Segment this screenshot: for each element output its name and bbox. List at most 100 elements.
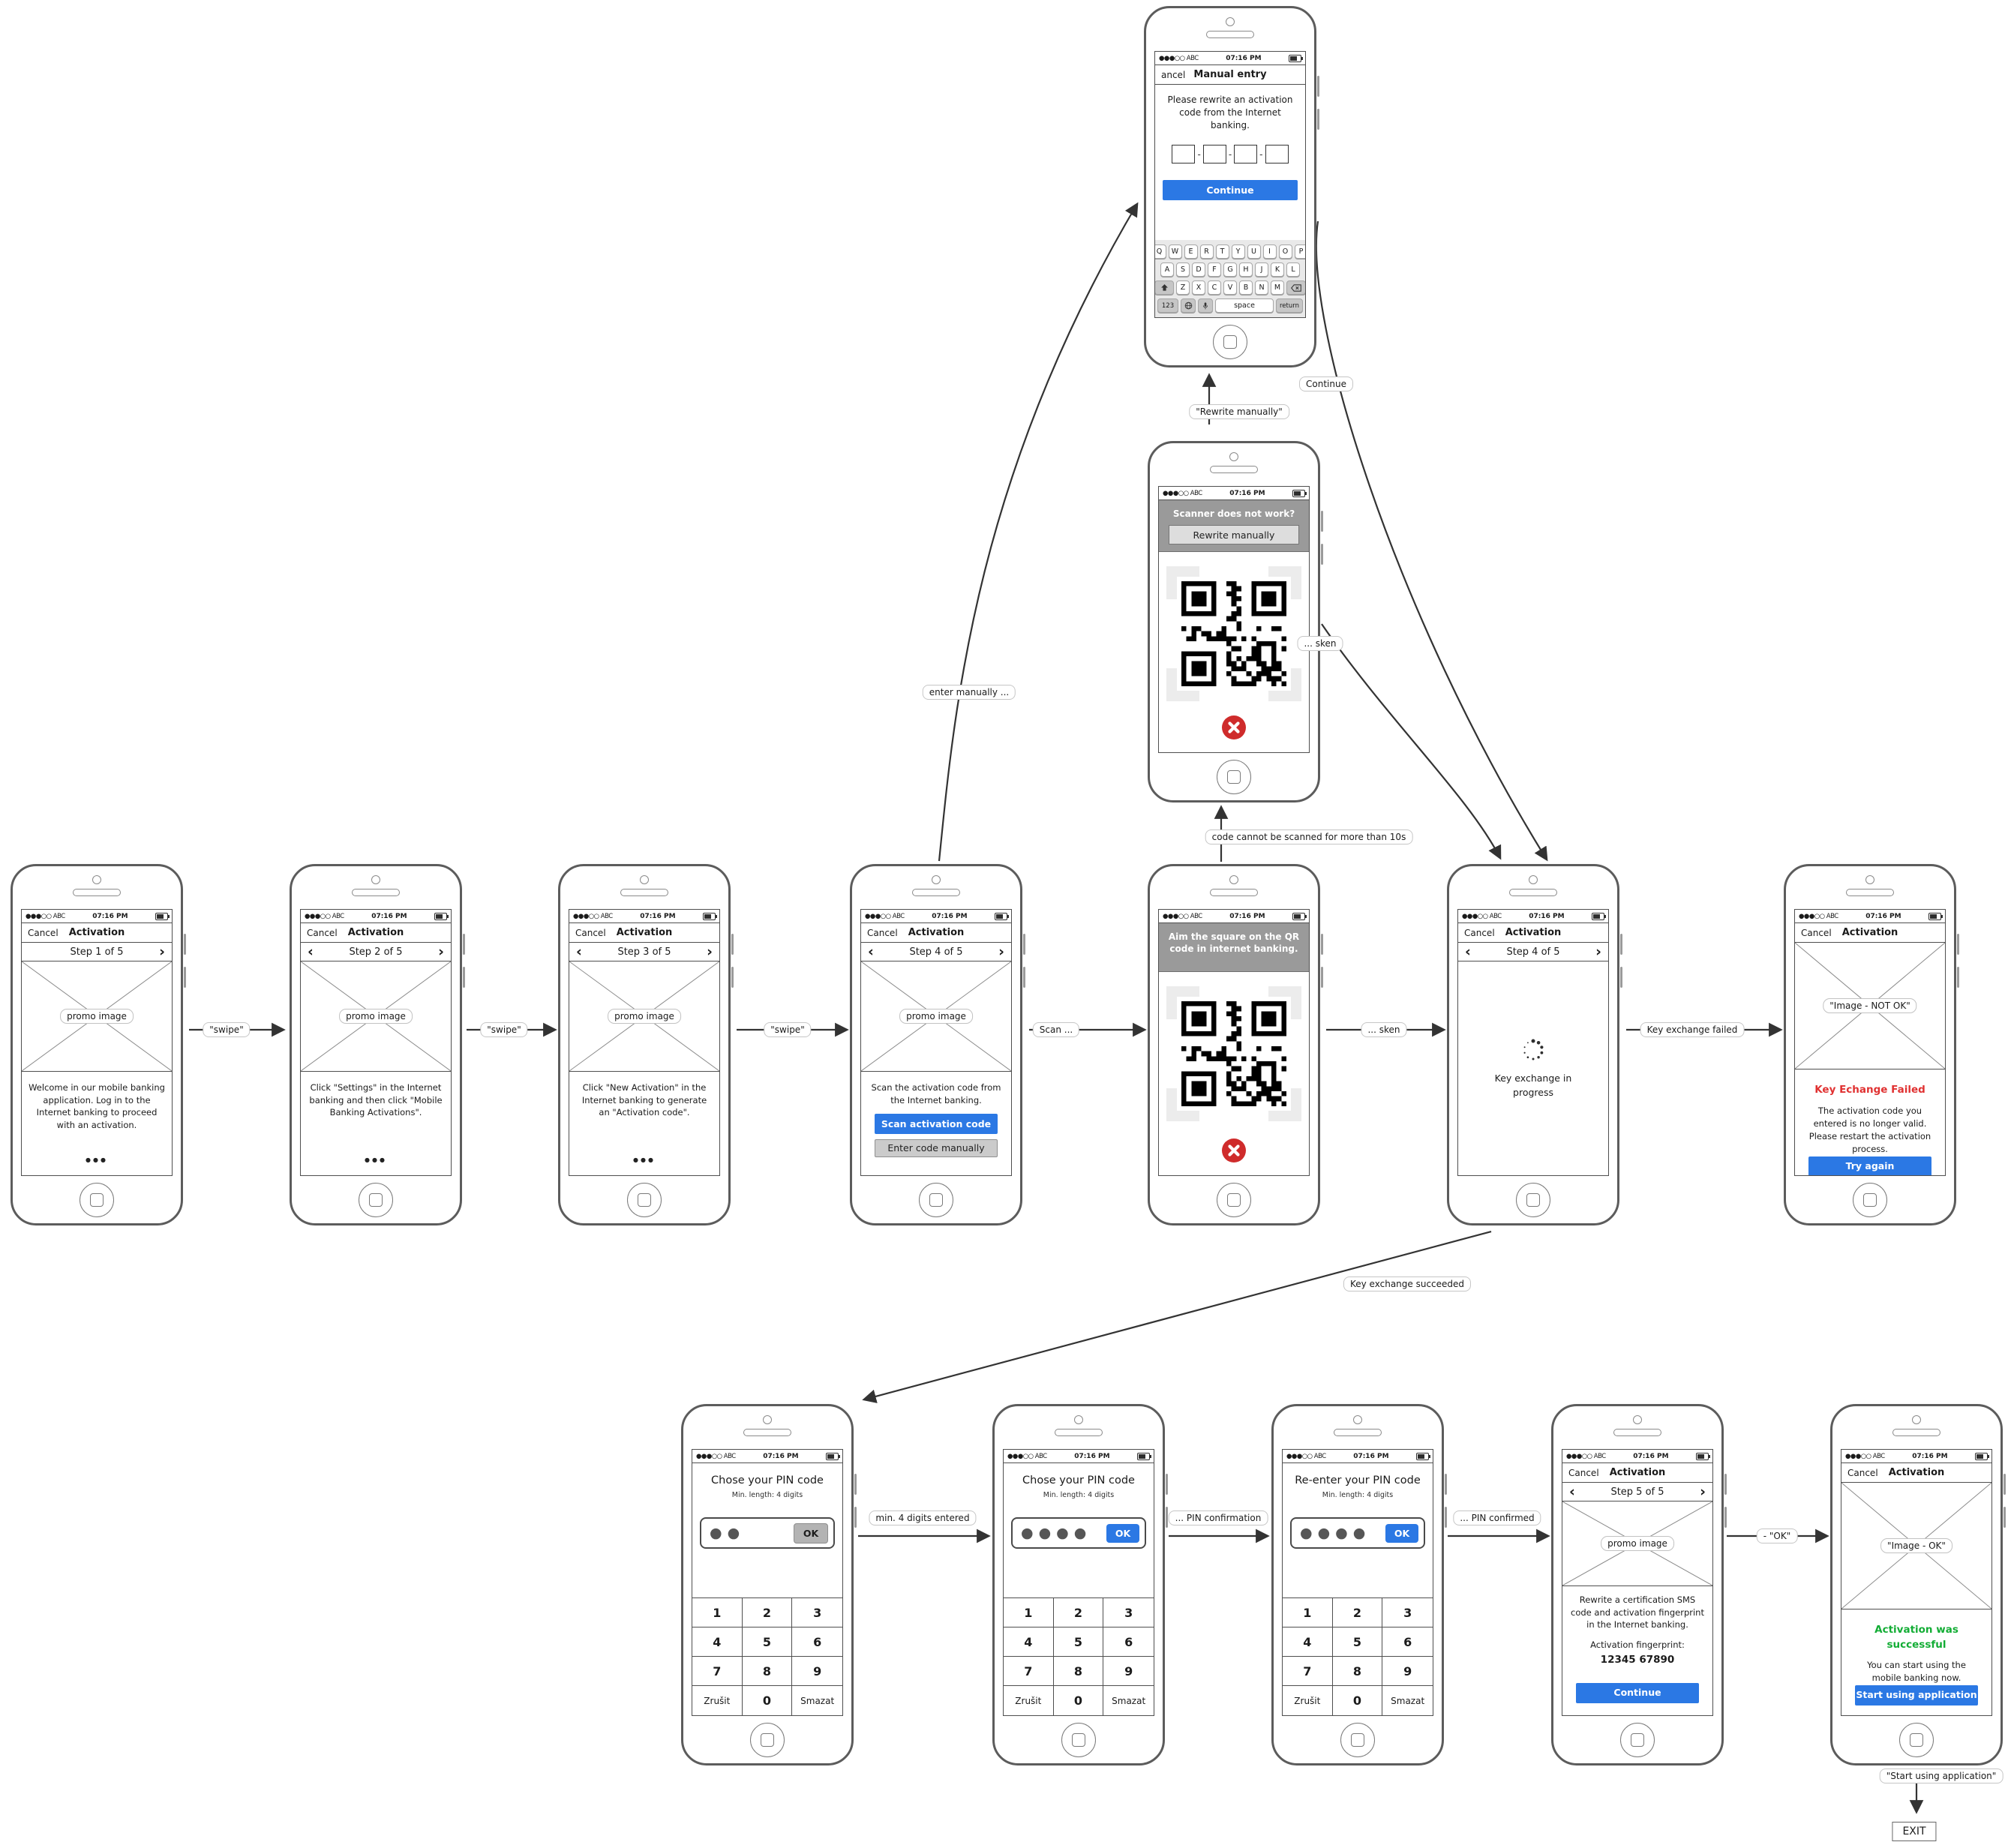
keypad-digit[interactable]: 3 — [1382, 1598, 1433, 1628]
ok-button[interactable]: OK — [794, 1522, 828, 1544]
backspace-key[interactable] — [1286, 280, 1305, 295]
cancel-button[interactable]: ancel — [1161, 69, 1186, 80]
keyboard-key[interactable]: K — [1271, 262, 1284, 277]
prev-step-chevron[interactable]: ‹ — [1569, 1483, 1575, 1500]
keyboard-key[interactable]: C — [1208, 280, 1221, 295]
enter-code-manually-button[interactable]: Enter code manually — [875, 1139, 998, 1158]
code-input-4[interactable] — [1265, 145, 1289, 164]
globe-key[interactable] — [1181, 298, 1196, 313]
numbers-key[interactable]: 123 — [1157, 298, 1178, 313]
pin-entry-field[interactable]: ●●●● OK — [1011, 1517, 1146, 1549]
keyboard-key[interactable]: V — [1223, 280, 1237, 295]
home-button[interactable] — [1213, 325, 1247, 359]
keypad-cancel[interactable]: Zrušit — [1004, 1686, 1054, 1715]
prev-step-chevron[interactable]: ‹ — [308, 943, 314, 960]
home-button[interactable] — [750, 1723, 785, 1757]
cancel-button[interactable]: Cancel — [1801, 927, 1832, 938]
rewrite-manually-button[interactable]: Rewrite manually — [1168, 525, 1300, 545]
keypad-digit[interactable]: 4 — [1283, 1628, 1333, 1657]
keyboard-key[interactable]: F — [1208, 262, 1221, 277]
keypad-delete[interactable]: Smazat — [1112, 1695, 1146, 1706]
keypad-digit[interactable]: 8 — [1332, 1657, 1383, 1686]
ok-button[interactable]: OK — [1106, 1523, 1139, 1543]
code-input-2[interactable] — [1202, 145, 1226, 164]
keyboard-key[interactable]: T — [1215, 244, 1229, 259]
keyboard-key[interactable]: U — [1247, 244, 1261, 259]
keypad-digit[interactable]: 8 — [1053, 1657, 1104, 1686]
home-button[interactable] — [627, 1183, 662, 1217]
keypad-digit[interactable]: 2 — [1053, 1598, 1104, 1628]
cancel-button[interactable]: Cancel — [1568, 1467, 1599, 1478]
home-button[interactable] — [80, 1183, 114, 1217]
keyboard-key[interactable]: I — [1262, 244, 1277, 259]
keypad-digit[interactable]: 6 — [1382, 1628, 1433, 1657]
cancel-button[interactable]: Cancel — [28, 927, 59, 938]
keyboard-key[interactable]: Z — [1176, 280, 1190, 295]
keyboard-key[interactable]: Y — [1231, 244, 1245, 259]
close-scanner-button[interactable] — [1221, 1138, 1247, 1163]
keyboard-key[interactable]: J — [1255, 262, 1268, 277]
keypad-digit[interactable]: 9 — [1103, 1657, 1154, 1686]
code-input-3[interactable] — [1234, 145, 1258, 164]
home-button[interactable] — [1853, 1183, 1887, 1217]
keypad-digit[interactable]: 1 — [1283, 1598, 1333, 1628]
keypad-digit[interactable]: 4 — [692, 1628, 743, 1657]
pin-entry-field[interactable]: ●● OK — [700, 1517, 835, 1549]
next-step-chevron[interactable]: › — [438, 943, 444, 960]
home-button[interactable] — [1340, 1723, 1375, 1757]
home-button[interactable] — [1217, 760, 1251, 794]
keypad-cancel[interactable]: Zrušit — [692, 1686, 743, 1715]
keyboard-key[interactable]: H — [1239, 262, 1253, 277]
keypad-digit[interactable]: 5 — [1332, 1628, 1383, 1657]
continue-button[interactable]: Continue — [1163, 180, 1298, 201]
keyboard-key[interactable]: M — [1271, 280, 1284, 295]
home-button[interactable] — [1217, 1183, 1251, 1217]
cancel-button[interactable]: Cancel — [575, 927, 606, 938]
keypad-digit[interactable]: 2 — [1332, 1598, 1383, 1628]
keypad-digit[interactable]: 8 — [742, 1657, 793, 1686]
keyboard-key[interactable]: S — [1176, 262, 1190, 277]
keypad-digit[interactable]: 3 — [1103, 1598, 1154, 1628]
keypad-digit[interactable]: 3 — [792, 1598, 842, 1628]
keypad-digit[interactable]: 9 — [1382, 1657, 1433, 1686]
keyboard-key[interactable]: R — [1199, 244, 1214, 259]
keyboard-key[interactable]: G — [1223, 262, 1237, 277]
home-button[interactable] — [1620, 1723, 1655, 1757]
next-step-chevron[interactable]: › — [1595, 943, 1601, 960]
keypad-cancel[interactable]: Zrušit — [1283, 1686, 1333, 1715]
keyboard-key[interactable]: L — [1286, 262, 1300, 277]
mic-key[interactable] — [1198, 298, 1213, 313]
keypad-digit[interactable]: 5 — [1053, 1628, 1104, 1657]
keypad-digit[interactable]: 5 — [742, 1628, 793, 1657]
continue-button[interactable]: Continue — [1576, 1683, 1699, 1703]
return-key[interactable]: return — [1276, 298, 1303, 313]
next-step-chevron[interactable]: › — [1700, 1483, 1706, 1500]
home-button[interactable] — [359, 1183, 393, 1217]
keypad-delete[interactable]: Smazat — [1391, 1695, 1425, 1706]
try-again-button[interactable]: Try again — [1808, 1156, 1931, 1175]
scan-activation-code-button[interactable]: Scan activation code — [875, 1114, 998, 1135]
prev-step-chevron[interactable]: ‹ — [576, 943, 582, 960]
keypad-digit[interactable]: 6 — [1103, 1628, 1154, 1657]
keypad-digit[interactable]: 9 — [792, 1657, 842, 1686]
keypad-digit[interactable]: 7 — [1004, 1657, 1054, 1686]
next-step-chevron[interactable]: › — [707, 943, 713, 960]
cancel-button[interactable]: Cancel — [1847, 1467, 1878, 1478]
home-button[interactable] — [1899, 1723, 1934, 1757]
cancel-button[interactable]: Cancel — [867, 927, 898, 938]
next-step-chevron[interactable]: › — [159, 943, 165, 960]
ok-button[interactable]: OK — [1385, 1523, 1418, 1543]
keypad-delete[interactable]: Smazat — [800, 1695, 835, 1706]
space-key[interactable]: space — [1215, 298, 1274, 313]
keypad-digit[interactable]: 4 — [1004, 1628, 1054, 1657]
home-button[interactable] — [1061, 1723, 1096, 1757]
keyboard-key[interactable]: P — [1294, 244, 1305, 259]
keyboard-key[interactable]: Q — [1155, 244, 1166, 259]
keypad-zero[interactable]: 0 — [1054, 1686, 1104, 1715]
home-button[interactable] — [919, 1183, 953, 1217]
next-step-chevron[interactable]: › — [998, 943, 1004, 960]
home-button[interactable] — [1516, 1183, 1550, 1217]
cancel-button[interactable]: Cancel — [1464, 927, 1495, 938]
keypad-zero[interactable]: 0 — [743, 1686, 793, 1715]
keypad-digit[interactable]: 1 — [1004, 1598, 1054, 1628]
